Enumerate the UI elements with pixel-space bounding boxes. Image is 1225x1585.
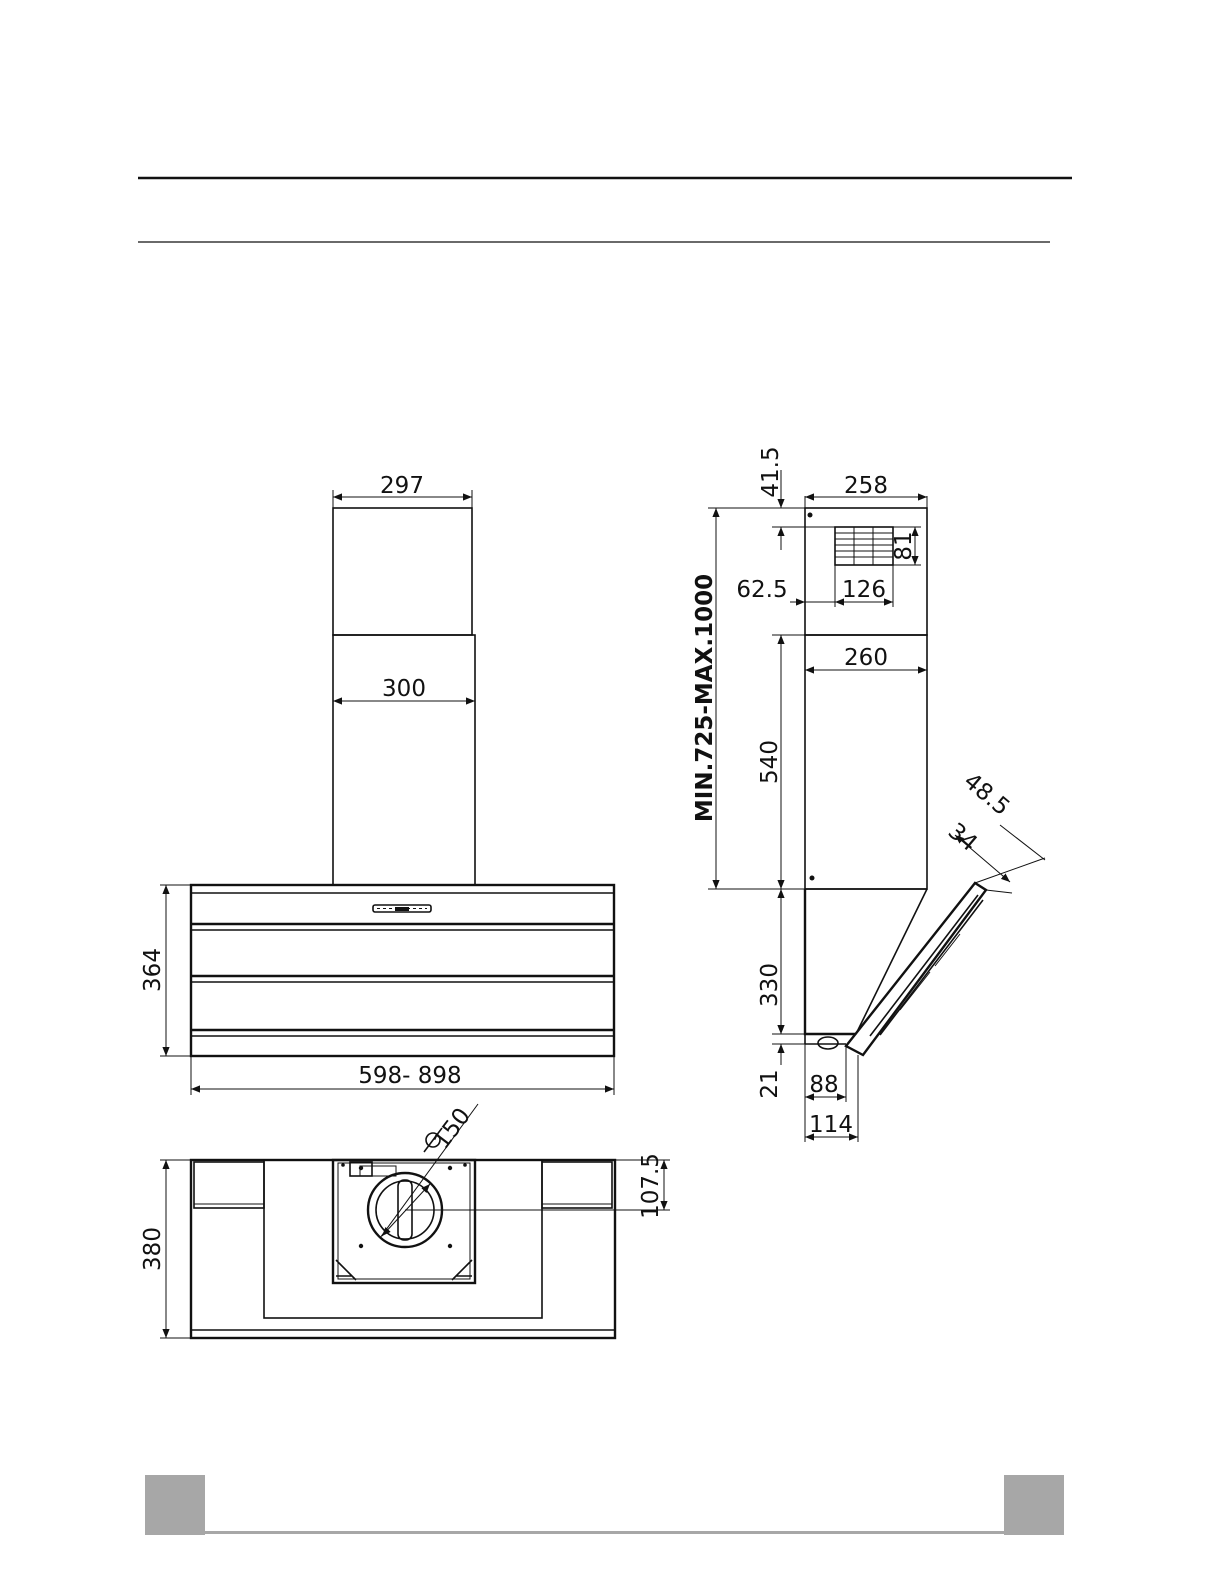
dim-300: 300 bbox=[382, 676, 426, 702]
dim-330: 330 bbox=[757, 963, 783, 1007]
dim-34: 34 bbox=[943, 818, 982, 857]
plan-view: 380 150 107.5 bbox=[140, 1103, 670, 1338]
dim-598-898: 598- 898 bbox=[358, 1063, 461, 1089]
dim-107-5: 107.5 bbox=[638, 1153, 664, 1219]
control-panel bbox=[373, 905, 431, 912]
vent-grille bbox=[835, 527, 893, 565]
side-view: 258 41.5 81 62.5 126 260 MIN.725-MAX.100… bbox=[692, 446, 1045, 1142]
dim-81: 81 bbox=[891, 531, 917, 560]
dim-21: 21 bbox=[757, 1069, 783, 1098]
dim-min-max: MIN.725-MAX.1000 bbox=[692, 574, 718, 822]
dim-260: 260 bbox=[844, 645, 888, 671]
dim-258: 258 bbox=[844, 473, 888, 499]
dim-62-5: 62.5 bbox=[736, 577, 787, 603]
dim-540: 540 bbox=[757, 740, 783, 784]
dim-126: 126 bbox=[842, 577, 886, 603]
dim-114: 114 bbox=[809, 1112, 853, 1138]
dim-88: 88 bbox=[809, 1072, 838, 1098]
dim-48-5: 48.5 bbox=[959, 768, 1015, 821]
dim-41-5: 41.5 bbox=[758, 446, 784, 497]
dim-297: 297 bbox=[380, 473, 424, 499]
front-view: 297 300 364 598- 898 bbox=[140, 473, 614, 1095]
dim-364: 364 bbox=[140, 948, 166, 992]
dim-380: 380 bbox=[140, 1227, 166, 1271]
